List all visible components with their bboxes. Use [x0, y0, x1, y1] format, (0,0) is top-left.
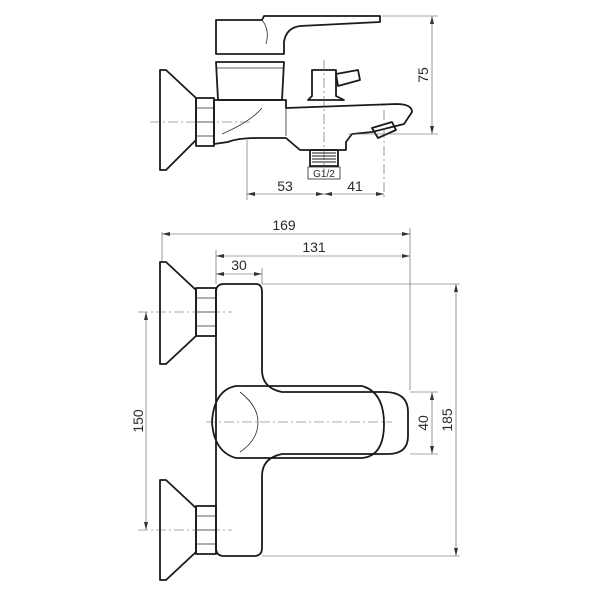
- side-diverter-knob: [307, 69, 345, 101]
- front-bottom-hex-nut: [195, 505, 217, 555]
- front-head-width-dim: 30: [231, 257, 247, 273]
- front-overall-width-dim: 169: [272, 217, 296, 233]
- thread-label: G1/2: [313, 169, 335, 180]
- front-lever: [211, 385, 385, 459]
- front-top-flange: [159, 261, 197, 365]
- front-overall-height-dim: 185: [439, 408, 455, 432]
- front-body-width-dim: 131: [302, 239, 326, 255]
- side-lever: [215, 15, 381, 55]
- side-body: [213, 99, 413, 151]
- front-body: [215, 283, 409, 557]
- side-diverter-tab: [335, 69, 361, 87]
- front-inlet-spacing-dim: 150: [130, 409, 146, 433]
- side-wall-flange: [159, 69, 197, 171]
- front-view: 169 131 30 150 185 40: [130, 217, 460, 581]
- side-height-dim: 75: [415, 67, 431, 83]
- side-cartridge: [215, 61, 285, 101]
- front-lever-height-dim: 40: [415, 415, 431, 431]
- side-left-offset-dim: 53: [277, 178, 293, 194]
- side-right-offset-dim: 41: [347, 178, 363, 194]
- side-shower-clip: [371, 121, 397, 139]
- side-view: G1/2 75 53 41: [150, 15, 438, 200]
- thread-label-box: [307, 166, 341, 180]
- side-hex-nut: [195, 97, 215, 147]
- side-threaded-outlet: [309, 149, 339, 167]
